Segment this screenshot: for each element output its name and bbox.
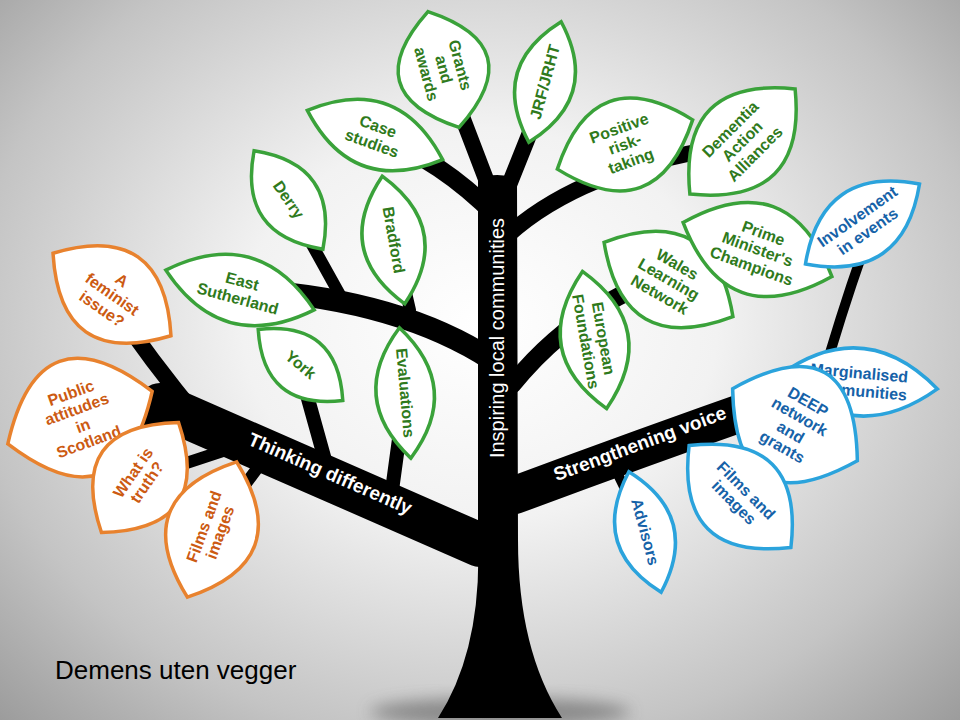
leaf-node: Advisors	[598, 461, 692, 603]
leaf-shape	[239, 307, 361, 423]
leaf-shape	[228, 133, 348, 267]
leaf-shape	[784, 155, 939, 293]
leaf-shape	[351, 171, 435, 309]
branch-label: Inspiring local communities	[486, 218, 509, 458]
leaf-node: Bradford	[349, 168, 437, 312]
leaf-shape	[601, 464, 690, 600]
leaf-node: East Sutherland	[153, 235, 326, 346]
leaf-shape	[27, 216, 197, 373]
leaf-shape	[542, 78, 709, 213]
leaf-shape	[383, 0, 502, 140]
branch-label: Thinking differently	[245, 429, 415, 520]
leaf-node: A feminist issue?	[23, 212, 202, 377]
diagram-title: Demens uten vegger	[55, 655, 296, 686]
leaf-node: Derry	[225, 130, 351, 270]
leaf-shape	[145, 447, 280, 614]
leaf-node: Evaluations	[368, 322, 442, 463]
leaf-shape	[157, 237, 323, 342]
leaf-shape	[370, 325, 439, 460]
tree-trunk	[438, 175, 562, 718]
